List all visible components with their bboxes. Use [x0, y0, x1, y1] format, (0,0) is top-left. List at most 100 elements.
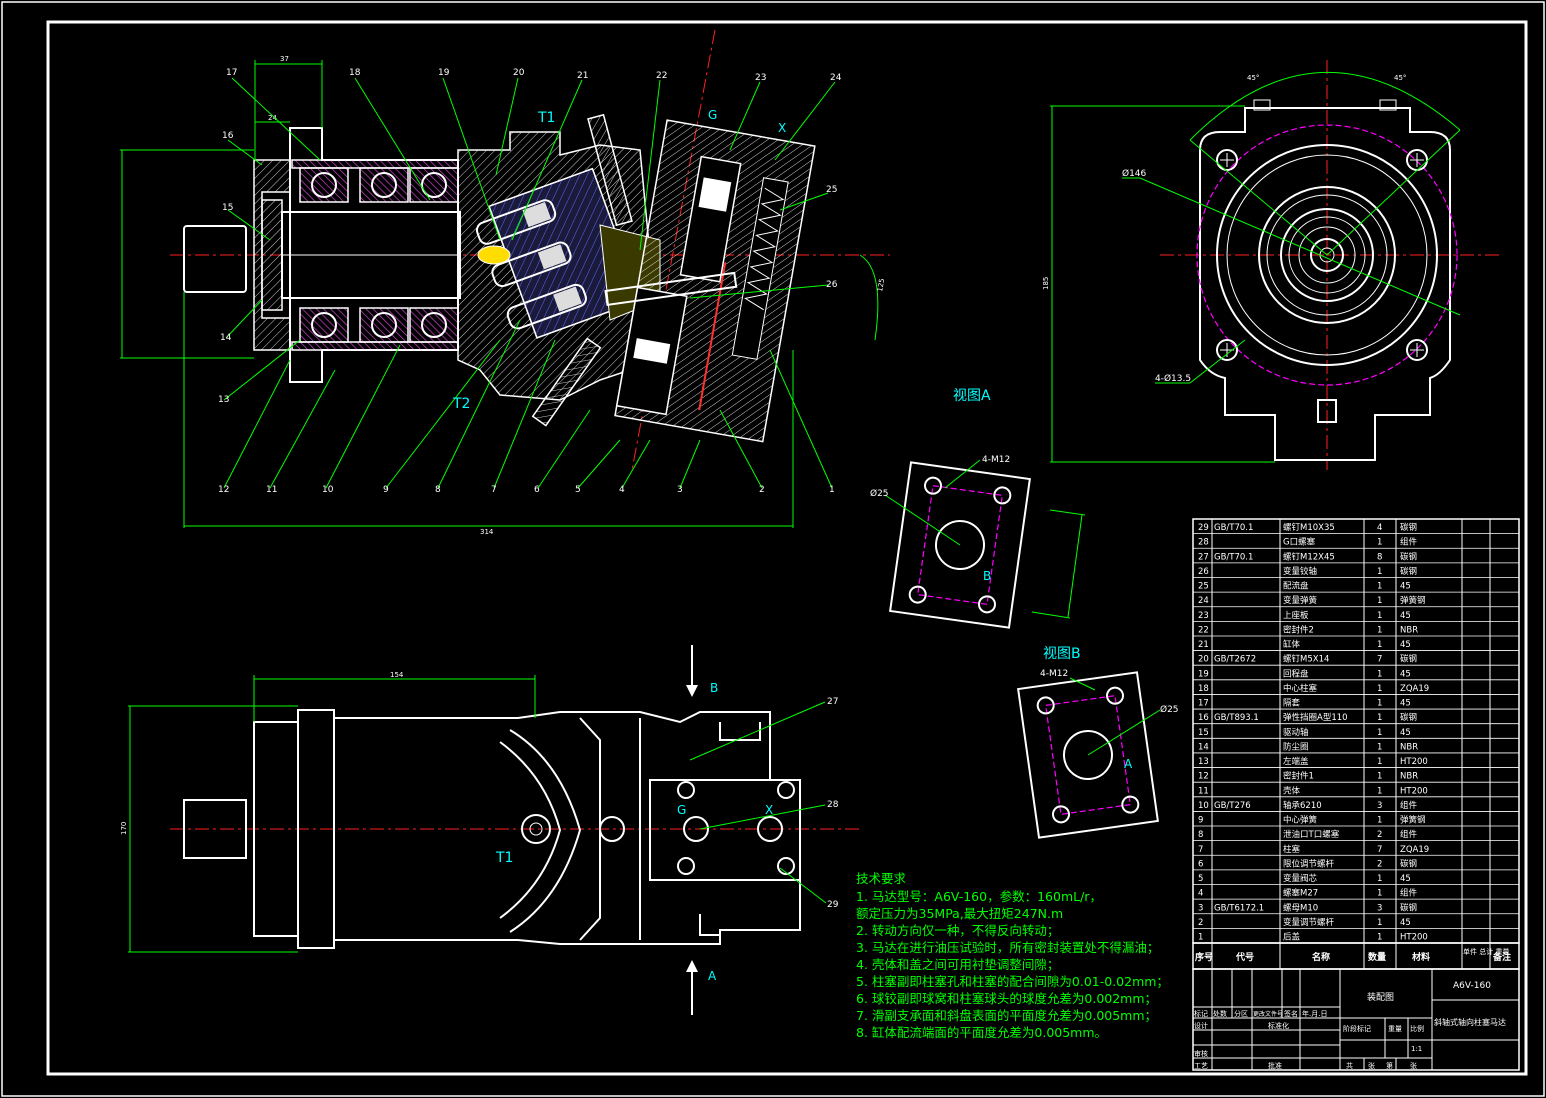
- bom-cell-material: 碳钢: [1400, 902, 1417, 913]
- bom-cell-no: 10: [1198, 801, 1209, 811]
- bom-cell-no: 29: [1198, 523, 1209, 533]
- bom-cell-material: 碳钢: [1400, 654, 1417, 665]
- bom-cell-name: 中心柱塞: [1283, 683, 1318, 694]
- callout-21: 21: [577, 71, 588, 81]
- tb-approve: 批准: [1268, 1061, 1282, 1070]
- callout-27: 27: [827, 697, 838, 707]
- bom-cell-no: 26: [1198, 567, 1209, 577]
- view-a-port-face: [889, 461, 1031, 629]
- tb-zone: 分区: [1234, 1009, 1248, 1018]
- bom-cell-qty: 3: [1377, 801, 1382, 811]
- bom-cell-name: 密封件1: [1283, 771, 1314, 782]
- tb-product: 斜轴式轴向柱塞马达: [1434, 1017, 1506, 1027]
- dim-125: 125: [876, 278, 886, 293]
- view-b-d25: Ø25: [1160, 704, 1179, 715]
- bom-h-material: 材料: [1411, 951, 1430, 963]
- callout-17: 17: [226, 68, 237, 78]
- bom-cell-name: 中心弹簧: [1283, 815, 1318, 826]
- bom-cell-no: 15: [1198, 728, 1209, 738]
- bom-cell-qty: 1: [1377, 625, 1382, 635]
- bom-h-code: 代号: [1235, 951, 1254, 963]
- bom-cell-material: 弹簧钢: [1400, 595, 1426, 606]
- bom-cell-material: 碳钢: [1400, 522, 1417, 533]
- view-a-m12: 4-M12: [982, 455, 1010, 465]
- view-b-m12: 4-M12: [1040, 669, 1068, 679]
- tech-line-5: 4. 壳体和盖之间可用衬垫调整间隙；: [856, 957, 1059, 972]
- tb-weight: 重量: [1388, 1025, 1402, 1033]
- bom-cell-material: 组件: [1400, 537, 1418, 548]
- bom-cell-material: 碳钢: [1400, 566, 1417, 577]
- callout-18: 18: [349, 68, 361, 78]
- bom-cell-no: 18: [1198, 684, 1209, 694]
- bom-cell-name: 变量阀芯: [1283, 873, 1318, 884]
- callout-15: 15: [222, 203, 233, 213]
- callout-6: 6: [534, 485, 540, 495]
- callout-5: 5: [575, 485, 581, 495]
- bom-cell-name: 螺母M10: [1283, 902, 1318, 913]
- arrow-b-label: B: [710, 681, 718, 695]
- bom-cell-name: 螺钉M10X35: [1283, 522, 1335, 533]
- tb-stage: 阶段标记: [1343, 1024, 1371, 1033]
- callout-1: 1: [829, 485, 835, 495]
- bom-cell-code: GB/T893.1: [1214, 713, 1259, 723]
- top-port-g: G: [677, 803, 686, 817]
- tb-model: A6V-160: [1453, 981, 1491, 991]
- bom-cell-no: 13: [1198, 757, 1209, 767]
- tech-line-3: 2. 转动方向仅一种，不得反向转动；: [856, 923, 1059, 938]
- dim-45a: 45°: [1247, 74, 1259, 82]
- port-t1-label: T1: [537, 110, 555, 126]
- tech-line-6: 5. 柱塞副即柱塞孔和柱塞的配合间隙为0.01-0.02mm；: [856, 974, 1169, 989]
- bom-cell-material: ZQA19: [1400, 684, 1429, 694]
- tb-design: 设计: [1194, 1021, 1208, 1030]
- inner-frame: [46, 20, 1528, 1076]
- bom-cell-no: 27: [1198, 552, 1209, 562]
- tech-line-9: 8. 缸体配流端面的平面度允差为0.005mm。: [856, 1025, 1107, 1040]
- tech-requirements: 技术要求 1. 马达型号：A6V-160，参数：160mL/r， 额定压力为35…: [856, 871, 1169, 1040]
- bom-cell-name: 变量弹簧: [1283, 595, 1318, 606]
- tb-total: 共: [1346, 1061, 1353, 1070]
- callout-22: 22: [656, 71, 667, 81]
- bom-cell-no: 14: [1198, 742, 1209, 752]
- view-a-port-b: B: [983, 569, 991, 583]
- view-b-port-face: [1017, 671, 1159, 839]
- top-port-t1: T1: [495, 850, 513, 866]
- callout-11: 11: [266, 485, 277, 495]
- bom-cell-qty: 1: [1377, 728, 1382, 738]
- bom-cell-qty: 1: [1377, 699, 1382, 709]
- bom-cell-no: 1: [1198, 933, 1203, 943]
- bom-cell-name: 弹性挡圈A型110: [1283, 712, 1348, 723]
- bom-cell-qty: 3: [1377, 903, 1382, 913]
- tb-check: 审核: [1194, 1049, 1208, 1058]
- tb-scale: 比例: [1410, 1024, 1424, 1033]
- bom-cell-material: NBR: [1400, 625, 1418, 635]
- bom-cell-name: 左端盖: [1283, 756, 1309, 767]
- bom-cell-no: 11: [1198, 786, 1209, 796]
- bom-cell-qty: 2: [1377, 830, 1382, 840]
- arrow-a-label: A: [708, 969, 717, 983]
- bom-cell-qty: 1: [1377, 713, 1382, 723]
- dim-4-d13-5: 4-Ø13.5: [1155, 373, 1191, 384]
- tb-change: 更改文件号: [1253, 1010, 1283, 1018]
- tb-process: 工艺: [1194, 1062, 1208, 1070]
- bom-cell-material: 45: [1400, 611, 1411, 621]
- callout-4: 4: [619, 485, 625, 495]
- bom-cell-no: 17: [1198, 699, 1209, 709]
- bom-cell-no: 3: [1198, 903, 1203, 913]
- callout-8: 8: [435, 485, 441, 495]
- port-t2-label: T2: [452, 396, 470, 412]
- bom-cell-qty: 1: [1377, 742, 1382, 752]
- bom-cell-name: 防尘圈: [1283, 741, 1309, 752]
- bom-cell-no: 21: [1198, 640, 1209, 650]
- tb-drawing-name: 装配图: [1367, 991, 1394, 1003]
- bom-cell-qty: 1: [1377, 918, 1382, 928]
- bom-cell-qty: 7: [1377, 845, 1382, 855]
- bom-cell-qty: 1: [1377, 538, 1382, 548]
- bom-cell-no: 8: [1198, 830, 1203, 840]
- dim-24: 24: [268, 114, 277, 122]
- bom-cell-name: 柱塞: [1283, 844, 1301, 855]
- callout-9: 9: [383, 485, 389, 495]
- bom-cell-material: ZQA19: [1400, 845, 1429, 855]
